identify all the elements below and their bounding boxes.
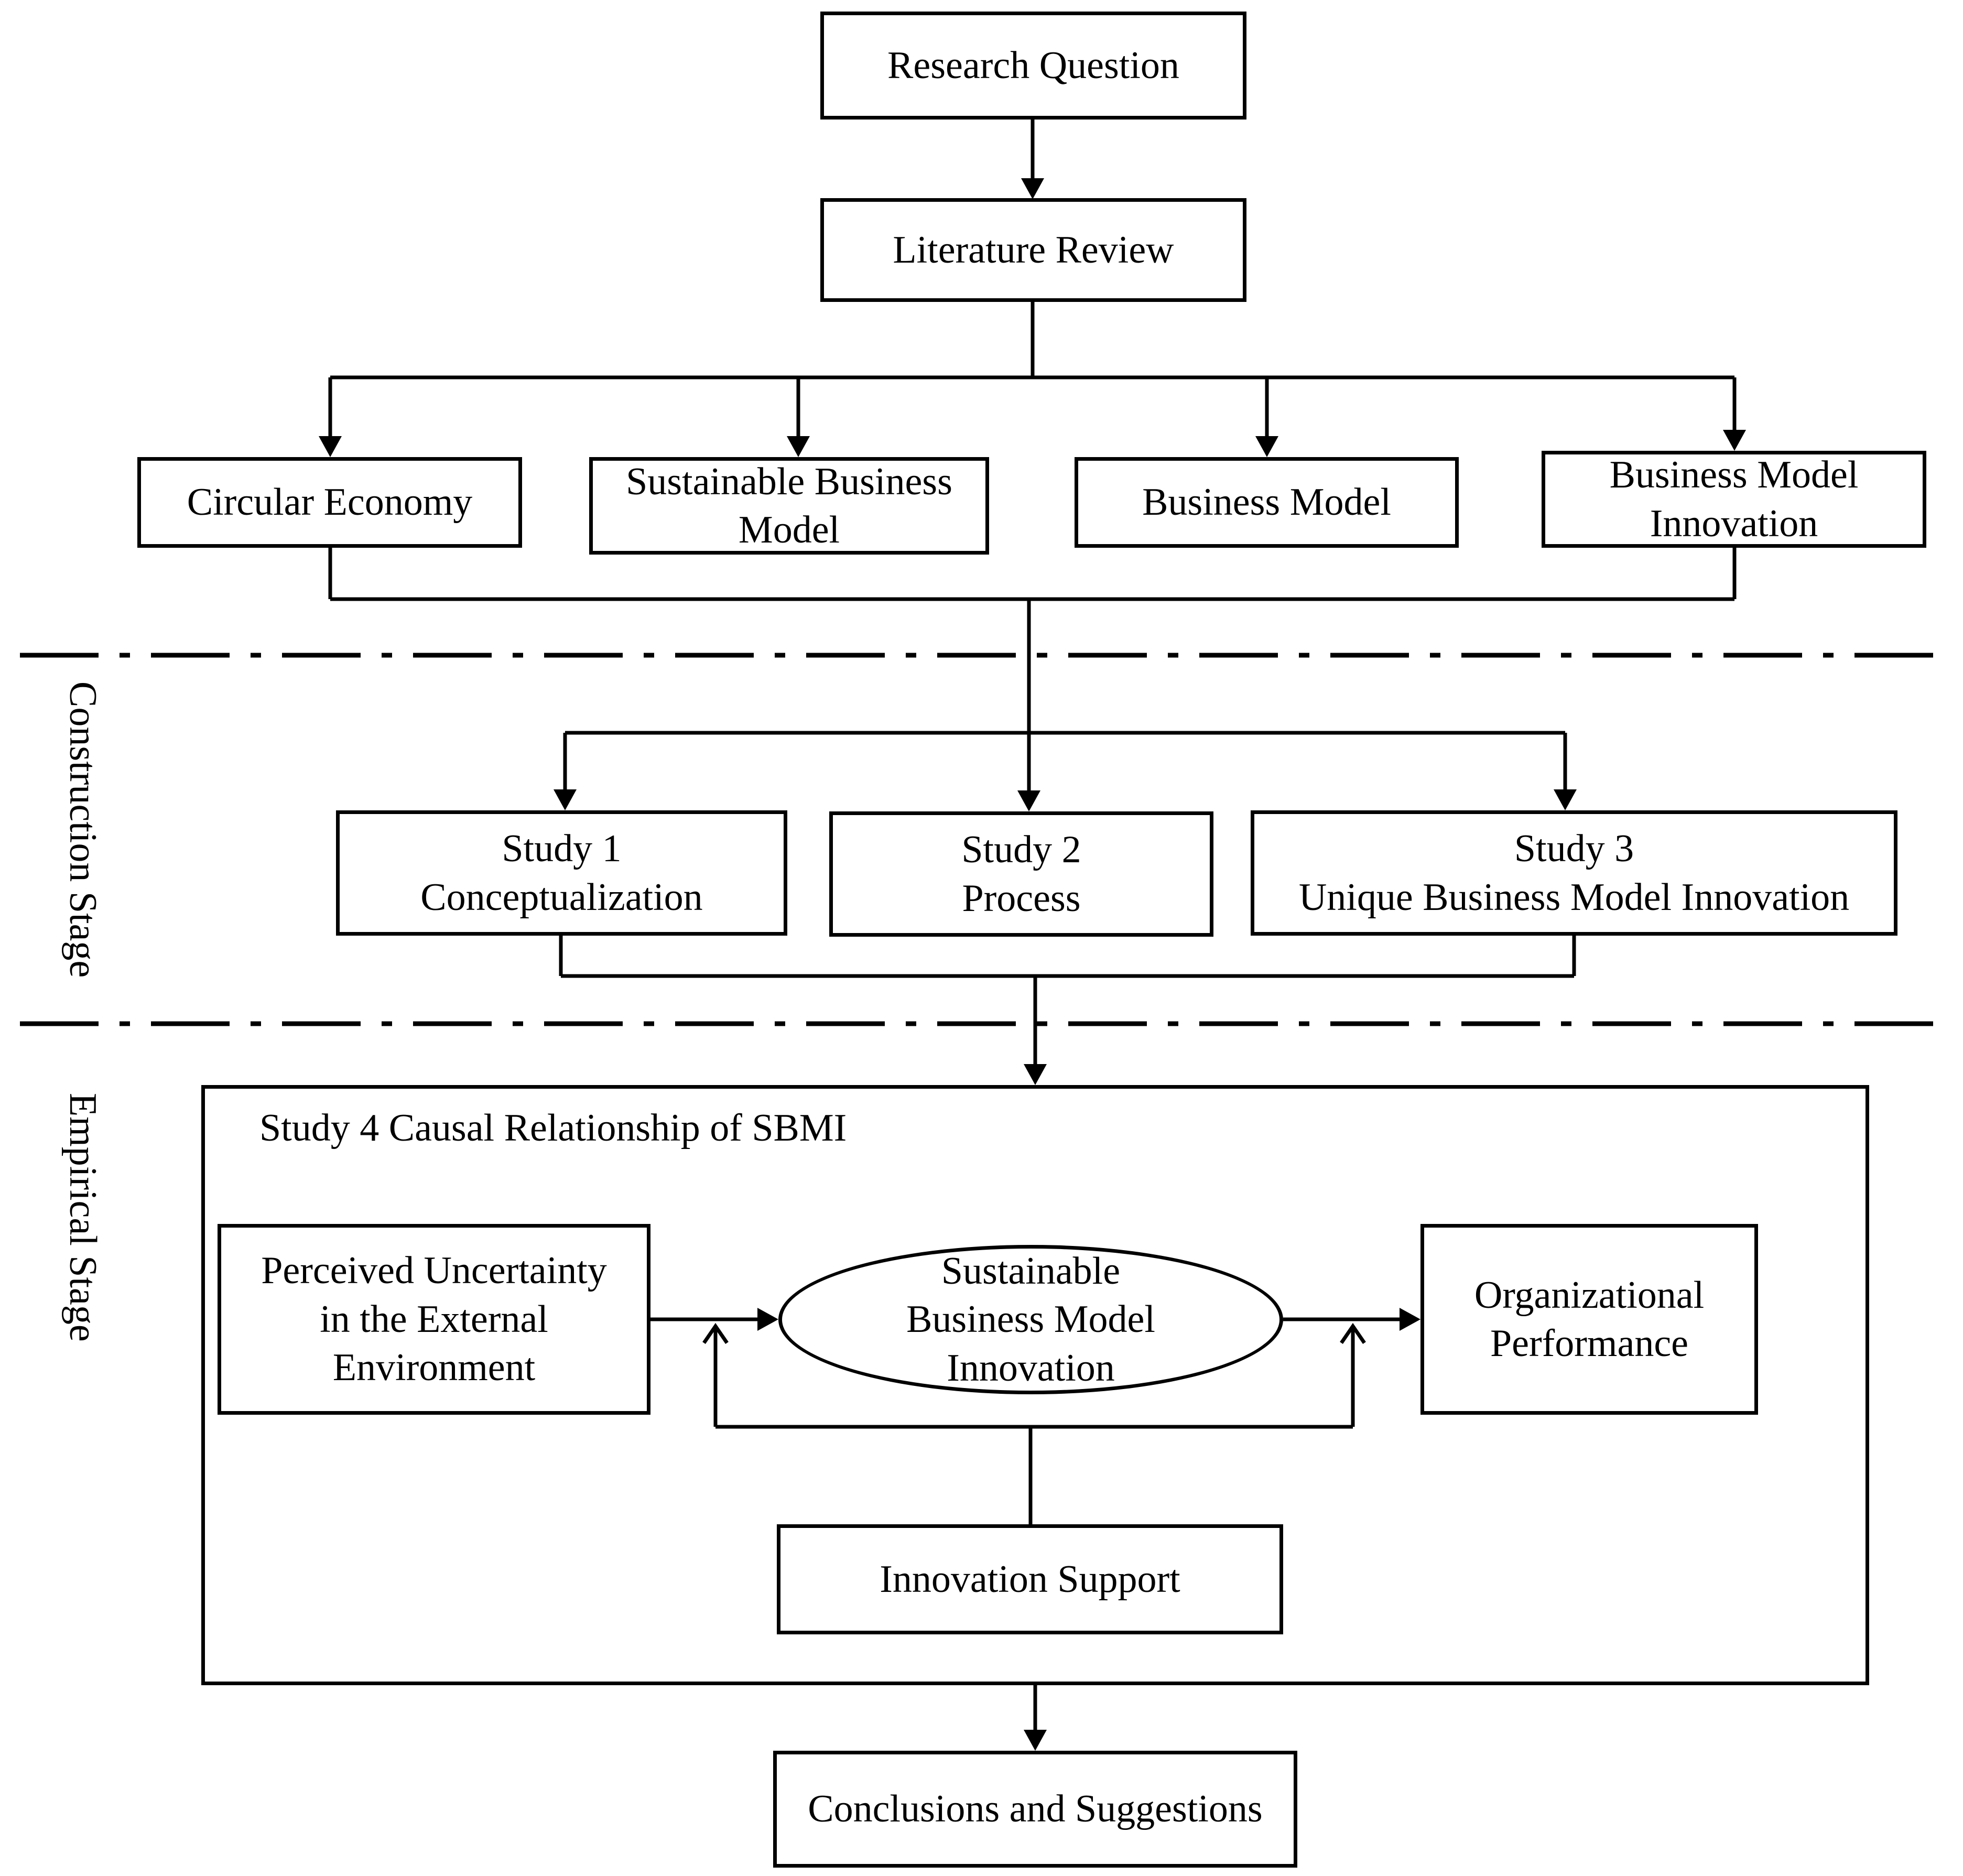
circular-economy-box: Circular Economy — [137, 457, 522, 548]
study3-line-2: Unique Business Model Innovation — [1298, 875, 1850, 919]
business-model-innovation-line-1: Business Model — [1609, 453, 1859, 496]
innovation-support-label: Innovation Support — [880, 1557, 1180, 1601]
literature-review-box: Literature Review — [820, 198, 1246, 302]
research-question-box: Research Question — [820, 12, 1246, 120]
empirical-stage-label: Empirical Stage — [61, 1093, 104, 1342]
study2-line-1: Study 2 — [961, 828, 1081, 871]
organizational-performance-line-1: Organizational — [1474, 1273, 1705, 1317]
arrowhead-study1 — [554, 789, 577, 810]
arrowhead-study3 — [1554, 789, 1577, 810]
sbmi-ellipse: Sustainable Business Model Innovation — [778, 1245, 1283, 1394]
arrowhead-sbm — [787, 436, 810, 457]
arrowhead-study2 — [1017, 790, 1040, 811]
research-question-label: Research Question — [887, 44, 1179, 87]
arrowhead-sbmi — [757, 1308, 778, 1331]
arrowhead-bmi — [1723, 430, 1746, 451]
conclusions-label: Conclusions and Suggestions — [808, 1787, 1263, 1831]
organizational-performance-line-2: Performance — [1490, 1322, 1689, 1365]
arrowhead-bm — [1255, 436, 1278, 457]
study4-frame — [201, 1085, 1869, 1685]
sustainable-business-model-box: Sustainable Business Model — [589, 457, 989, 555]
literature-review-label: Literature Review — [893, 228, 1174, 272]
conclusions-box: Conclusions and Suggestions — [773, 1751, 1297, 1868]
arrowhead-performance — [1400, 1308, 1420, 1331]
study3-line-1: Study 3 — [1514, 827, 1634, 870]
study2-line-2: Process — [962, 876, 1081, 920]
innovation-support-box: Innovation Support — [777, 1524, 1283, 1634]
perceived-uncertainty-box: Perceived Uncertainty in the External En… — [218, 1224, 650, 1415]
sbmi-line-1: Sustainable — [941, 1249, 1121, 1293]
arrowhead-circular — [319, 436, 342, 457]
circular-economy-label: Circular Economy — [187, 481, 473, 524]
study4-title: Study 4 Causal Relationship of SBMI — [259, 1107, 847, 1150]
arrowhead-study4 — [1024, 1064, 1047, 1085]
arrowhead-moderation-left — [702, 1322, 729, 1344]
arrowhead-moderation-right — [1340, 1322, 1366, 1344]
business-model-innovation-line-2: Innovation — [1650, 502, 1818, 545]
business-model-box: Business Model — [1075, 457, 1459, 548]
perceived-uncertainty-line-1: Perceived Uncertainty — [261, 1249, 607, 1293]
sbmi-line-3: Innovation — [947, 1346, 1115, 1390]
business-model-label: Business Model — [1142, 481, 1391, 524]
study1-line-1: Study 1 — [502, 827, 622, 870]
study1-box: Study 1 Conceptualization — [336, 810, 787, 936]
study3-box: Study 3 Unique Business Model Innovation — [1251, 810, 1897, 936]
sbmi-line-2: Business Model — [906, 1298, 1155, 1341]
perceived-uncertainty-line-3: Environment — [332, 1346, 536, 1390]
sustainable-business-model-line-2: Model — [738, 508, 840, 551]
construction-stage-label: Construction Stage — [61, 681, 104, 978]
study1-line-2: Conceptualization — [420, 875, 703, 919]
arrowhead-literature — [1021, 178, 1044, 199]
perceived-uncertainty-line-2: in the External — [320, 1297, 548, 1341]
arrowhead-conclusions — [1024, 1730, 1047, 1751]
business-model-innovation-box: Business Model Innovation — [1542, 451, 1926, 548]
study2-box: Study 2 Process — [829, 811, 1213, 937]
organizational-performance-box: Organizational Performance — [1420, 1224, 1758, 1415]
sustainable-business-model-line-1: Sustainable Business — [626, 460, 952, 503]
